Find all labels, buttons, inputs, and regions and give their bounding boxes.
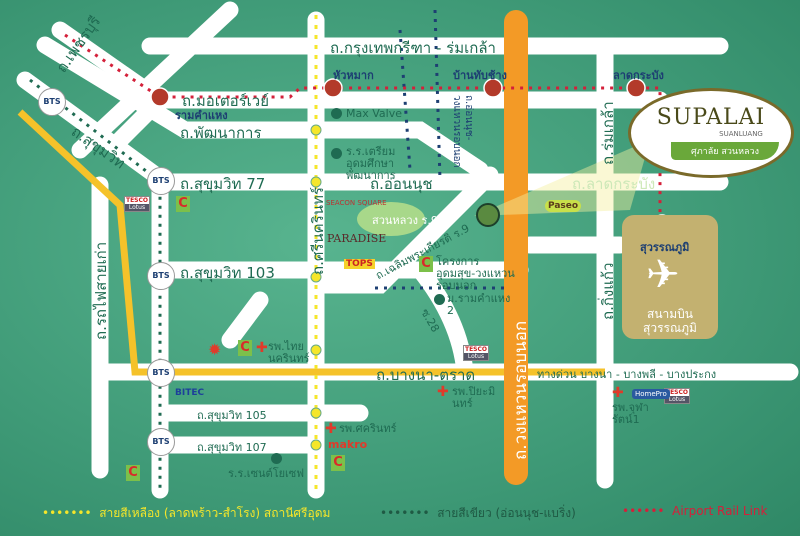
logo-sub: SUANLUANG bbox=[719, 130, 763, 138]
supalai-logo: SUPALAI SUANLUANG ศุภาลัย สวนหลวง bbox=[628, 88, 794, 178]
label-motorway: ถ.มอเตอร์เวย์ bbox=[182, 92, 270, 110]
dotted-route bbox=[375, 9, 505, 290]
green-line bbox=[29, 78, 162, 490]
bts-icon: BTS bbox=[38, 88, 66, 116]
legend-yellow-label: สายสีเหลือง (ลาดพร้าว-สำโรง) สถานีศรีอุด… bbox=[99, 506, 331, 520]
poi-piyamin: รพ.ปิยะมินทร์ bbox=[452, 385, 496, 410]
legend-green-line: ••••••• สายสีเขียว (อ่อนนุช-แบริ่ง) bbox=[380, 506, 576, 520]
lotus-label: Lotus bbox=[464, 353, 488, 360]
bts-icon: BTS bbox=[147, 428, 175, 456]
station-ramkhamhaeng: รามคำแหง bbox=[175, 109, 228, 122]
hospital-cross-icon: ✚ bbox=[437, 384, 449, 400]
poi-chularat: รพ.จุฬารัตน์1 bbox=[612, 401, 649, 426]
poi-dot bbox=[331, 148, 342, 159]
tesco-label: TESCO bbox=[464, 346, 488, 353]
label-sukhumvit-103: ถ.สุขุมวิท 103 bbox=[180, 264, 275, 282]
bigc-icon: C bbox=[126, 465, 140, 481]
poi-thai-nakarin: รพ.ไทยนครินทร์ bbox=[268, 340, 310, 365]
hospital-cross-icon: ✚ bbox=[325, 421, 337, 437]
suvarnabhumi-airport: ✈ สนามบินสุวรรณภูมิ bbox=[622, 215, 718, 339]
poi-school-triam: ร.ร.เตรียมอุดมศึกษาพัฒนาการ bbox=[346, 145, 396, 182]
legend-airport-link-label: Airport Rail Link bbox=[672, 504, 768, 518]
suan-luang-park bbox=[357, 202, 425, 236]
poi-paradise: PARADISE bbox=[327, 232, 387, 245]
label-krungthep-kreetha: ถ.กรุงเทพกรีฑา - ร่มเกล้า bbox=[330, 39, 496, 57]
road-small bbox=[221, 291, 269, 349]
poi-dot bbox=[434, 294, 445, 305]
lotus-label: Lotus bbox=[125, 204, 149, 211]
poi-udomsuk-project: โครงการ อุดมสุข-วงแหวนรอบนอก bbox=[436, 255, 515, 292]
bigc-icon: C bbox=[176, 196, 190, 212]
bts-icon: BTS bbox=[147, 167, 175, 195]
poi-paseo: Paseo bbox=[545, 200, 582, 212]
road-chalermprakiat bbox=[311, 166, 499, 294]
road-pattanakarn bbox=[36, 36, 489, 179]
label-sukhumvit-107: ถ.สุขุมวิท 107 bbox=[197, 441, 267, 454]
label-sukhumvit-77: ถ.สุขุมวิท 77 bbox=[180, 175, 266, 193]
bts-icon: BTS bbox=[147, 262, 175, 290]
station-huamak: หัวหมาก bbox=[333, 69, 374, 82]
label-latkrabang: ถ.ลาดกระบัง bbox=[572, 175, 656, 193]
road-ring bbox=[504, 10, 528, 485]
label-rotfai: ถ.รถไฟสายเก่า bbox=[92, 241, 110, 340]
station-ban-thap-chang: บ้านทับช้าง bbox=[453, 69, 507, 82]
bangna-yellow-overlay bbox=[17, 109, 605, 376]
poi-homepro: HomePro bbox=[632, 389, 670, 399]
label-kingkaew: ถ.กิ่งแก้ว bbox=[599, 262, 617, 320]
station-lat-krabang: ลาดกระบัง bbox=[613, 69, 664, 82]
label-ring-road: ถ.วงแหวนรอบนอก bbox=[511, 320, 531, 460]
project-location-marker bbox=[476, 203, 500, 227]
poi-bitec: BITEC bbox=[175, 388, 205, 398]
logo-thai: ศุภาลัย สวนหลวง bbox=[671, 142, 779, 160]
tesco-label: TESCO bbox=[125, 197, 149, 204]
hospital-cross-icon: ✚ bbox=[612, 385, 624, 401]
legend-airport-link: •••••• Airport Rail Link bbox=[622, 504, 768, 518]
legend-yellow-line: ••••••• สายสีเหลือง (ลาดพร้าว-สำโรง) สถา… bbox=[42, 506, 331, 520]
poi-ramkhamhaeng2: ม.รามคำแหง 2 bbox=[447, 292, 511, 317]
gear-landmark-icon: ✹ bbox=[208, 340, 222, 359]
hospital-cross-icon: ✚ bbox=[256, 340, 268, 356]
road-phetchaburi-upper bbox=[71, 1, 239, 159]
station-suvarnabhumi: สุวรรณภูมิ bbox=[640, 241, 690, 254]
bigc-icon: C bbox=[331, 455, 345, 471]
legend-green-label: สายสีเขียว (อ่อนนุช-แบริ่ง) bbox=[437, 506, 576, 520]
poi-sikarin: รพ.ศครินทร์ bbox=[339, 422, 397, 435]
poi-seacon: SEACON SQUARE bbox=[326, 199, 387, 207]
airport-label: สนามบินสุวรรณภูมิ bbox=[643, 307, 697, 335]
label-bangna-trad: ถ.บางนา-ตราด bbox=[376, 366, 476, 384]
poi-tops: TOPS bbox=[344, 259, 375, 269]
label-sukhumvit-105: ถ.สุขุมวิท 105 bbox=[197, 409, 267, 422]
label-onnut-wongwaen: ถ.อ่อนนุช-วงแหวนรอบนอก bbox=[451, 95, 474, 168]
label-romklao: ถ.ร่มเกล้า bbox=[599, 101, 617, 165]
location-beam bbox=[474, 140, 650, 216]
bts-icon: BTS bbox=[147, 359, 175, 387]
label-pattanakarn: ถ.พัฒนาการ bbox=[180, 124, 262, 142]
logo-brand: SUPALAI bbox=[656, 105, 766, 130]
label-expressway: ทางด่วน บางนา - บางพลี - บางประกง bbox=[537, 368, 717, 381]
bigc-icon: C bbox=[419, 256, 433, 272]
tesco-label: TESCO bbox=[665, 389, 689, 396]
lotus-label: Lotus bbox=[665, 396, 689, 403]
bigc-icon: C bbox=[238, 340, 252, 356]
poi-dot bbox=[271, 453, 282, 464]
poi-makro: makro bbox=[328, 438, 368, 451]
airplane-icon: ✈ bbox=[646, 252, 680, 298]
poi-suan-luang: สวนหลวง ร.9 bbox=[372, 214, 438, 227]
poi-dot bbox=[331, 108, 342, 119]
label-onnut: ถ.อ่อนนุช bbox=[370, 175, 433, 193]
poi-st-joseph: ร.ร.เซนต์โยเซฟ bbox=[228, 467, 305, 480]
poi-max-valve: Max Valve bbox=[346, 107, 402, 120]
